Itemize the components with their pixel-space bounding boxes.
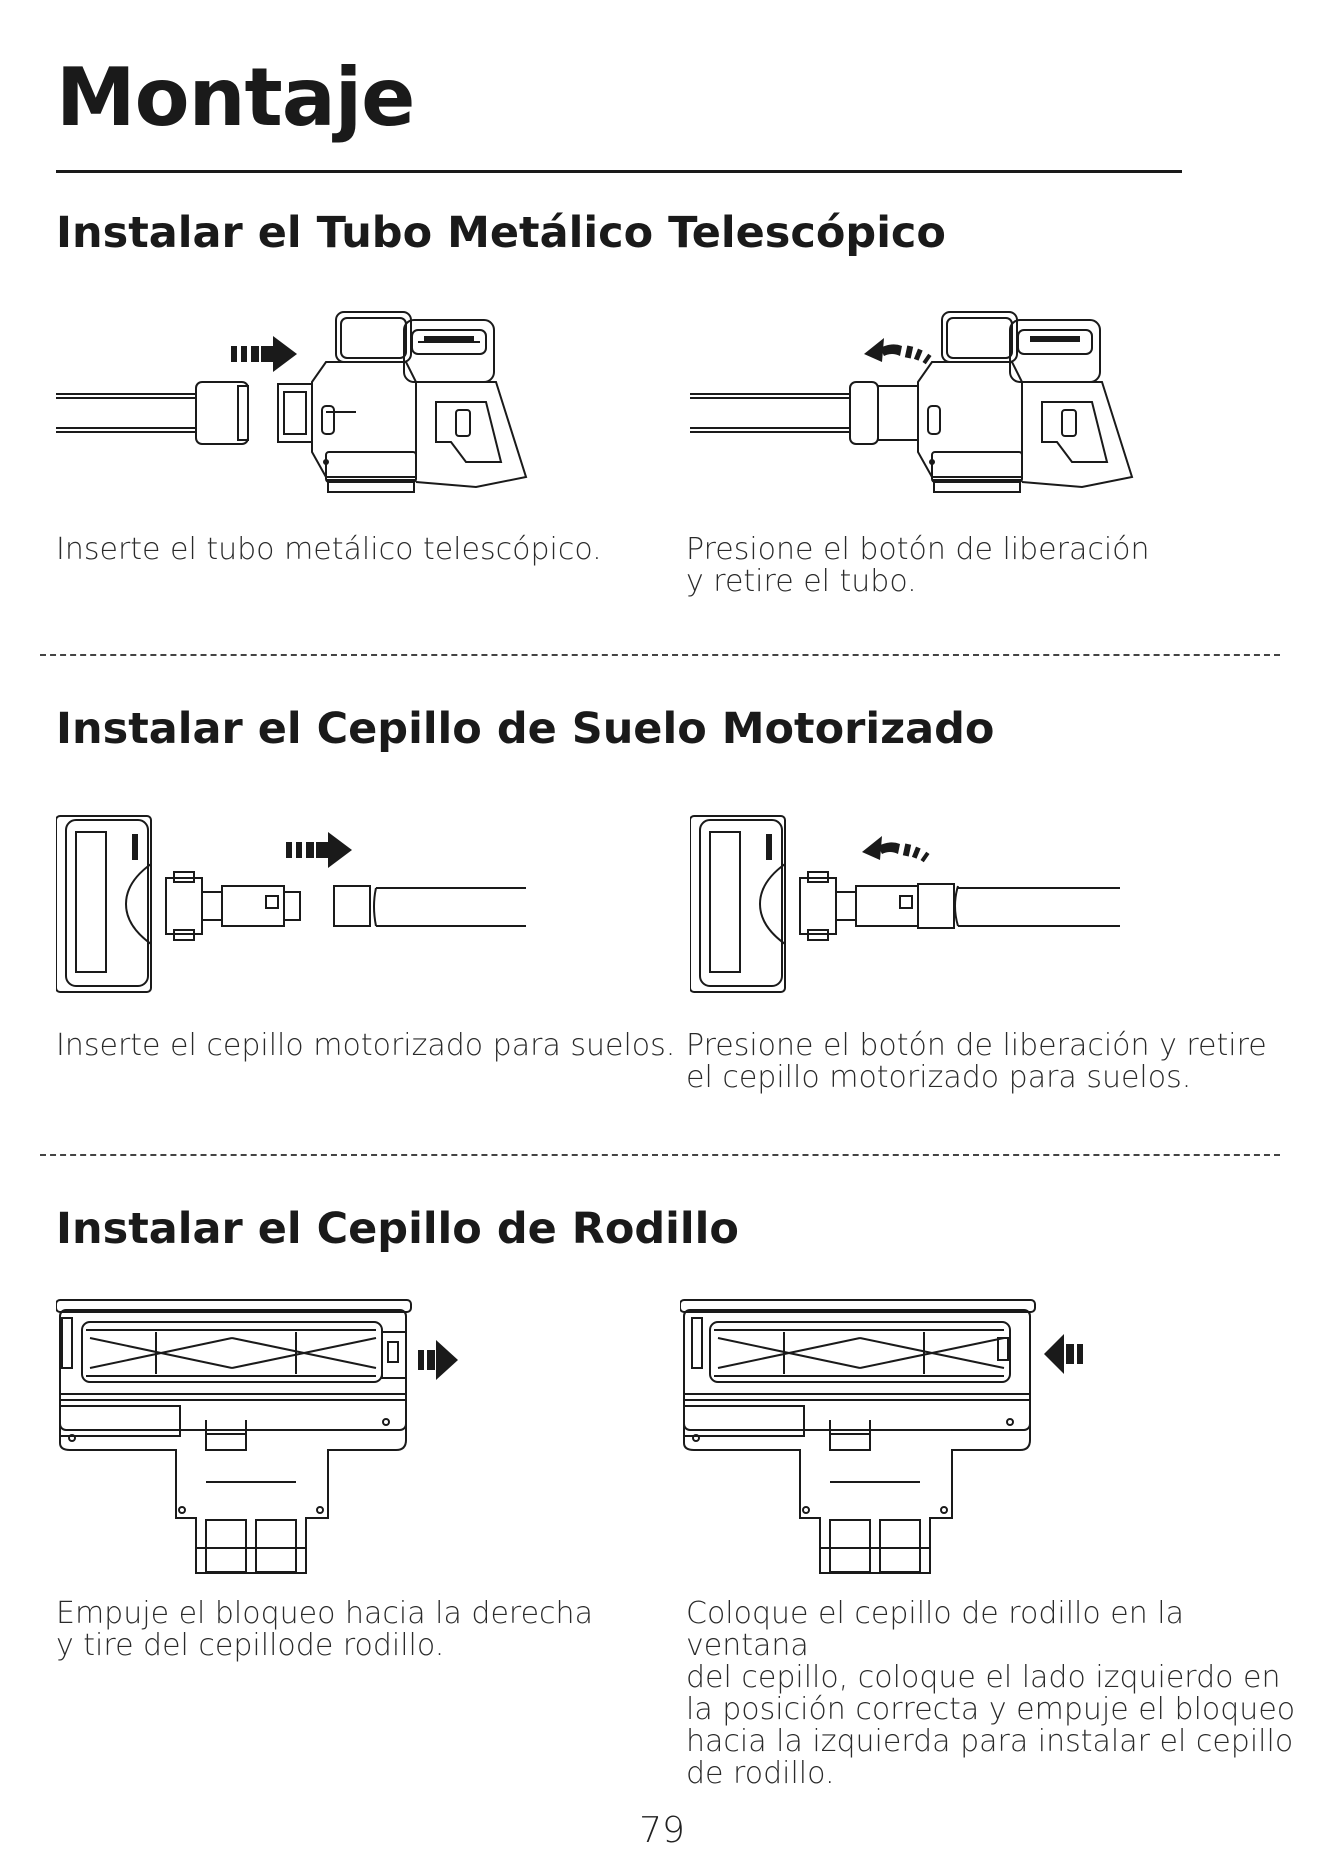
caption-insert-floor-brush: Inserte el cepillo motorizado para suelo… <box>56 1028 676 1063</box>
illustration-remove-roller-brush <box>56 1298 476 1578</box>
illustration-install-roller-brush <box>680 1298 1100 1578</box>
section-heading-motorized-floor-brush: Instalar el Cepillo de Suelo Motorizado <box>56 704 995 754</box>
illustration-insert-tube <box>56 302 536 498</box>
section-heading-roller-brush: Instalar el Cepillo de Rodillo <box>56 1204 739 1254</box>
illustration-release-floor-brush <box>690 814 1130 994</box>
page-title: Montaje <box>56 51 415 144</box>
caption-install-roller-brush: Coloque el cepillo de rodillo en la vent… <box>686 1596 1296 1791</box>
curved-arrow-left-icon <box>860 830 940 870</box>
caption-release-floor-brush: Presione el botón de liberación y retire… <box>686 1028 1267 1095</box>
section-divider <box>40 1154 1280 1156</box>
illustration-insert-floor-brush <box>56 814 536 994</box>
caption-insert-tube: Inserte el tubo metálico telescópico. <box>56 532 602 567</box>
arrow-right-icon <box>418 1338 460 1382</box>
curved-arrow-left-icon <box>862 332 942 372</box>
section-heading-telescopic-tube: Instalar el Tubo Metálico Telescópico <box>56 208 946 258</box>
illustration-release-tube <box>690 302 1170 498</box>
arrow-right-icon <box>286 830 358 870</box>
arrow-right-icon <box>231 334 303 374</box>
arrow-left-icon <box>1042 1332 1084 1376</box>
title-rule <box>56 170 1182 173</box>
caption-remove-roller-brush: Empuje el bloqueo hacia la derecha y tir… <box>56 1596 593 1663</box>
page-number: 79 <box>639 1810 685 1851</box>
section-divider <box>40 654 1280 656</box>
caption-release-tube: Presione el botón de liberación y retire… <box>686 532 1150 599</box>
